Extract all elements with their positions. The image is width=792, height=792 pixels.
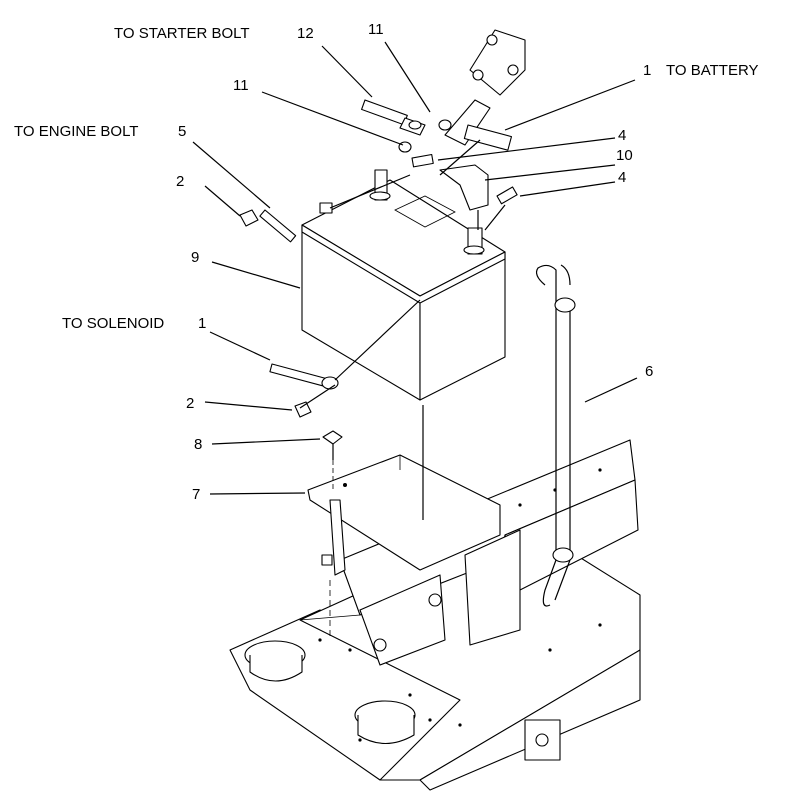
solenoid-assembly	[444, 29, 526, 151]
callout-1-battery: 1	[643, 62, 652, 79]
callout-4-top: 4	[618, 127, 627, 144]
battery-tray	[307, 454, 521, 646]
label-to-battery: TO BATTERY	[666, 62, 759, 79]
callout-5: 5	[178, 123, 187, 140]
battery	[301, 169, 506, 520]
label-to-solenoid: TO SOLENOID	[62, 315, 165, 332]
callout-4-mid: 4	[618, 169, 627, 186]
callout-10: 10	[616, 147, 633, 164]
callout-1-solenoid: 1	[198, 315, 207, 332]
small-hardware	[239, 119, 518, 490]
callout-12: 12	[297, 25, 314, 42]
label-to-starter-bolt: TO STARTER BOLT	[114, 25, 250, 42]
label-to-engine-bolt: TO ENGINE BOLT	[14, 123, 139, 140]
callout-6: 6	[645, 363, 654, 380]
callout-2-top: 2	[176, 173, 185, 190]
starter-cable	[361, 99, 426, 136]
callout-2-bottom: 2	[186, 395, 195, 412]
callout-9: 9	[191, 249, 200, 266]
callout-11-left: 11	[233, 77, 249, 94]
hold-down-rod	[535, 264, 576, 607]
callout-11-top: 11	[368, 21, 384, 38]
leader-lines	[192, 41, 638, 495]
callout-7: 7	[192, 486, 201, 503]
callout-8: 8	[194, 436, 203, 453]
